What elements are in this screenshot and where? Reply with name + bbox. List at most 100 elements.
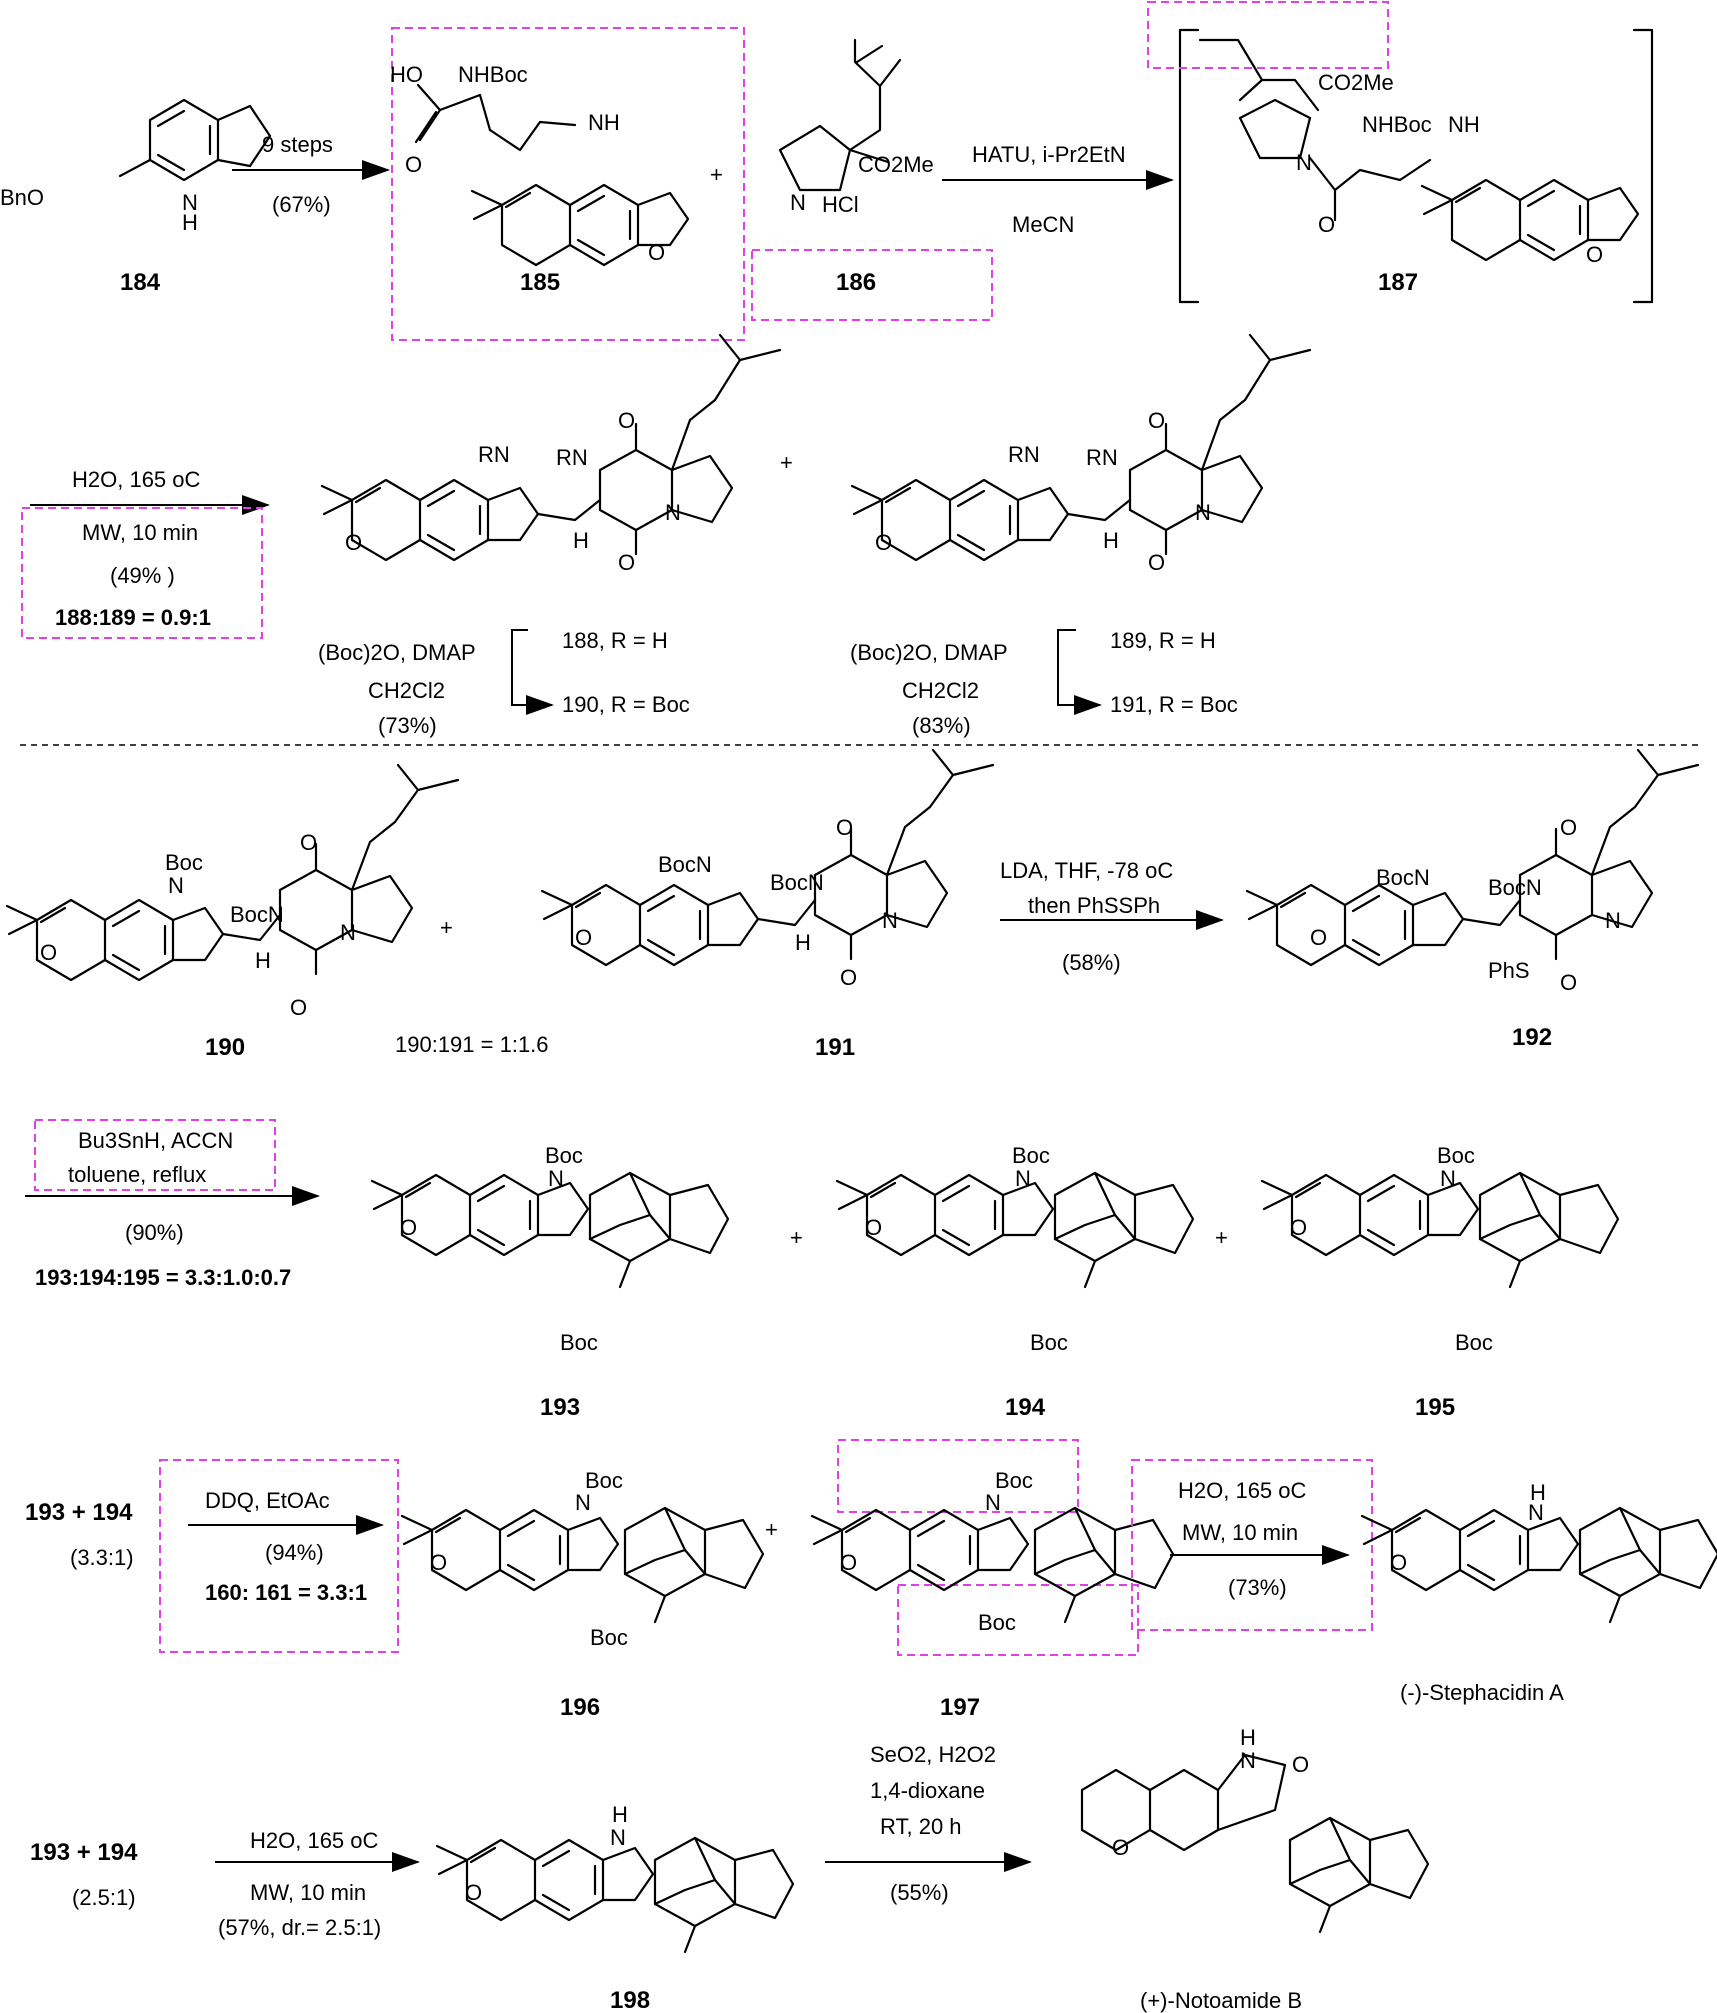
step8-line2: MW, 10 min (250, 1880, 366, 1905)
atom-n-188: N (665, 500, 681, 525)
atom-n-189: N (1195, 500, 1211, 525)
structure-191 (540, 748, 995, 967)
step2-reagent: HATU, i-Pr2EtN (972, 142, 1126, 167)
structure-186 (778, 38, 902, 192)
atom-boc-bottom-197: Boc (978, 1610, 1016, 1635)
atom-o-chromene-stephacidin: O (1390, 1550, 1407, 1575)
step3-ratio: 188:189 = 0.9:1 (55, 605, 211, 630)
step5-line2: toluene, reflux (68, 1162, 206, 1187)
atom-bocn-dkp-192: BocN (1488, 875, 1542, 900)
atom-rn-dkp-188: RN (556, 445, 588, 470)
structure-196 (400, 1506, 765, 1624)
highlight-185 (391, 27, 745, 341)
atom-h-184: H (182, 210, 198, 235)
atom-rn-189: RN (1008, 442, 1040, 467)
label-198: 198 (610, 1987, 650, 2013)
label-184: 184 (120, 269, 161, 296)
boc188-line2: CH2Cl2 (368, 678, 445, 703)
step6-line1: DDQ, EtOAc (205, 1488, 330, 1513)
atom-n-197: N (985, 1490, 1001, 1515)
structure-185 (414, 83, 690, 267)
label-stephacidin: (-)-Stephacidin A (1400, 1680, 1564, 1705)
atom-o-chromene-191: O (575, 925, 592, 950)
highlight-step3 (21, 507, 263, 639)
atom-n-notoamide: N (1240, 1748, 1256, 1773)
arrow-boc189 (1057, 629, 1102, 715)
plus-3: + (440, 915, 453, 940)
highlight-197-boc (897, 1584, 1139, 1656)
atom-n-187: N (1296, 150, 1312, 175)
atom-n-191: N (882, 908, 898, 933)
atom-o-top-188: O (618, 408, 635, 433)
plus-5: + (1215, 1225, 1228, 1250)
plus-1: + (710, 162, 723, 187)
atom-bocn-191: BocN (658, 852, 712, 877)
atom-h-191: H (795, 930, 811, 955)
atom-o-bottom-188: O (618, 550, 635, 575)
atom-rn-188: RN (478, 442, 510, 467)
atom-n-195: N (1440, 1166, 1456, 1191)
label-196: 196 (560, 1694, 600, 1721)
highlight-step7 (1131, 1459, 1373, 1631)
step3-line1: H2O, 165 oC (72, 467, 201, 492)
atom-o-chromene-194: O (865, 1215, 882, 1240)
atom-h-198: H (612, 1802, 628, 1827)
arrow-boc188 (511, 629, 554, 715)
atom-boc-bottom-196: Boc (590, 1625, 628, 1650)
atom-o-chromene-198: O (465, 1880, 482, 1905)
atom-o-chromene-196: O (430, 1550, 447, 1575)
atom-o-187: O (1318, 212, 1335, 237)
step6-start: 193 + 194 (25, 1499, 133, 1526)
step3-line2: MW, 10 min (82, 520, 198, 545)
step4-line2: then PhSSPh (1028, 893, 1160, 918)
boc189-line1: (Boc)2O, DMAP (850, 640, 1008, 665)
step7-yield: (73%) (1228, 1575, 1287, 1600)
atom-boc-197: Boc (995, 1468, 1033, 1493)
step7-line1: H2O, 165 oC (1178, 1478, 1307, 1503)
step2-solvent: MeCN (1012, 212, 1074, 237)
structure-188 (320, 333, 782, 562)
label-197: 197 (940, 1694, 980, 1721)
step3-yield: (49% ) (110, 563, 175, 588)
label-notoamide: (+)-Notoamide B (1140, 1988, 1302, 2013)
label-185: 185 (520, 269, 560, 296)
atom-o-chromene-188: O (345, 530, 362, 555)
atom-nh-185: NH (588, 110, 620, 135)
plus-4: + (790, 1225, 803, 1250)
step4-line1: LDA, THF, -78 oC (1000, 858, 1173, 883)
step9-line1: SeO2, H2O2 (870, 1742, 996, 1767)
atom-o-bottom-191: O (840, 965, 857, 990)
atom-boc-194: Boc (1012, 1143, 1050, 1168)
boc188-yield: (73%) (378, 713, 437, 738)
step6-yield: (94%) (265, 1540, 324, 1565)
atom-o-chromene-notoamide: O (1112, 1835, 1129, 1860)
atom-boc-196: Boc (585, 1468, 623, 1493)
step9-yield: (55%) (890, 1880, 949, 1905)
label-192: 192 (1512, 1024, 1552, 1051)
step5-ratio: 193:194:195 = 3.3:1.0:0.7 (35, 1265, 291, 1290)
boc188-bottom: 190, R = Boc (562, 692, 690, 717)
step5-line1: Bu3SnH, ACCN (78, 1128, 233, 1153)
structure-192 (1245, 748, 1700, 967)
atom-n-stephacidin: N (1528, 1500, 1544, 1525)
step5-yield: (90%) (125, 1220, 184, 1245)
atom-rn-dkp-189: RN (1086, 445, 1118, 470)
atom-nhboc-187: NHBoc (1362, 112, 1432, 137)
atom-o-185: O (405, 152, 422, 177)
atom-boc-190: Boc (165, 850, 203, 875)
boc189-yield: (83%) (912, 713, 971, 738)
atom-o-top-191: O (836, 815, 853, 840)
plus-6: + (765, 1517, 778, 1542)
step6-ratio: 160: 161 = 3.3:1 (205, 1580, 367, 1605)
step8-yield: (57%, dr.= 2.5:1) (218, 1915, 381, 1940)
label-193: 193 (540, 1394, 580, 1421)
atom-n-193: N (548, 1166, 564, 1191)
label-195: 195 (1415, 1394, 1455, 1421)
atom-n-194: N (1015, 1166, 1031, 1191)
step1-yield: (67%) (272, 192, 331, 217)
label-187: 187 (1378, 269, 1418, 296)
atom-o-top-190: O (300, 830, 317, 855)
step7-line2: MW, 10 min (1182, 1520, 1298, 1545)
atom-h-190: H (255, 948, 271, 973)
atom-n-186: N (790, 190, 806, 215)
